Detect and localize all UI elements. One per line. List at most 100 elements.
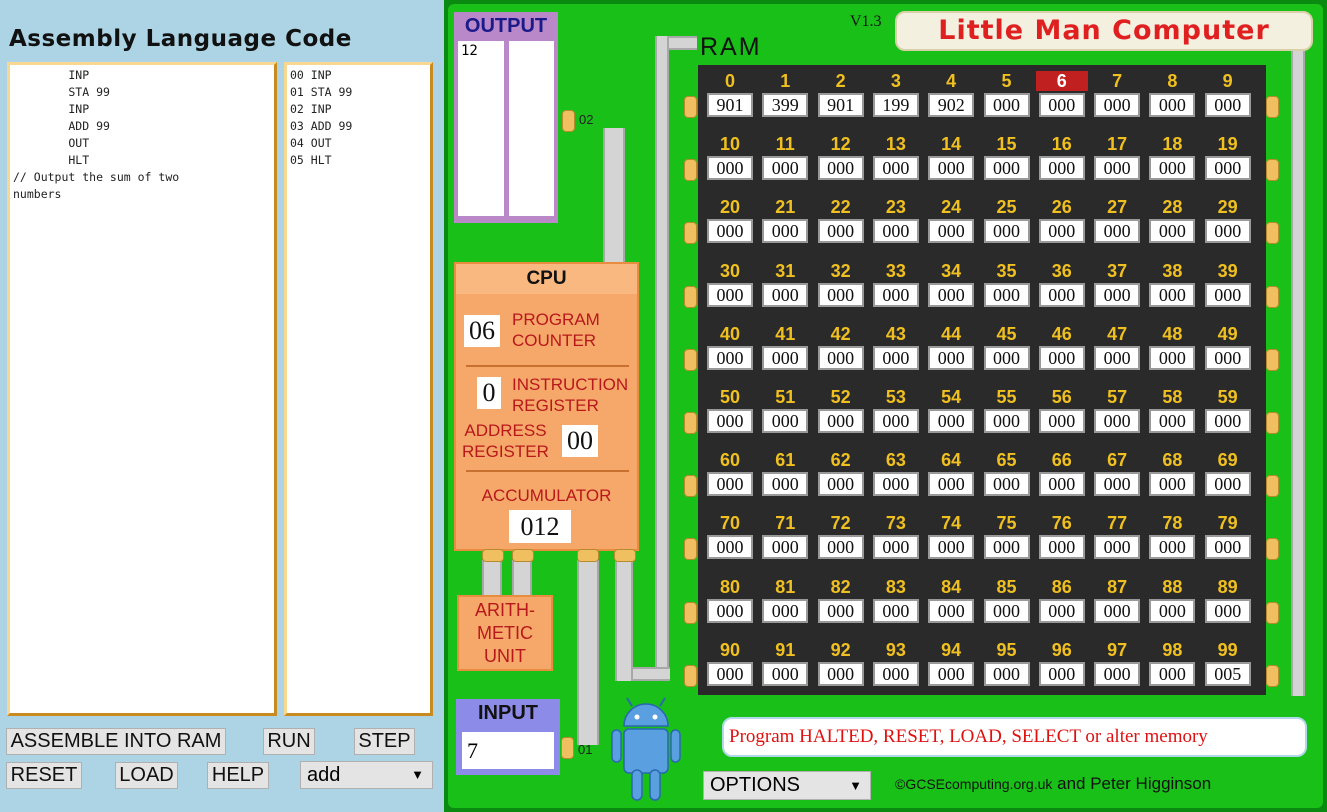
ram-cell-78[interactable]: 000 [1149, 535, 1196, 560]
ram-cell-73[interactable]: 000 [872, 535, 919, 560]
ram-cell-27[interactable]: 000 [1094, 219, 1141, 244]
ram-cell-25[interactable]: 000 [983, 219, 1030, 244]
ram-cell-64[interactable]: 000 [928, 472, 975, 497]
ram-cell-6[interactable]: 000 [1038, 93, 1085, 117]
assembled-code-view[interactable]: 00 INP 01 STA 99 02 INP 03 ADD 99 04 OUT… [284, 62, 433, 716]
ram-cell-31[interactable]: 000 [762, 282, 809, 307]
ram-cell-58[interactable]: 000 [1149, 409, 1196, 433]
ram-cell-7[interactable]: 000 [1094, 93, 1141, 117]
ram-cell-76[interactable]: 000 [1038, 535, 1085, 560]
ram-cell-10[interactable]: 000 [707, 156, 753, 181]
ram-cell-91[interactable]: 000 [762, 661, 809, 686]
ram-cell-0[interactable]: 901 [707, 93, 753, 117]
ram-cell-2[interactable]: 901 [817, 93, 864, 117]
ram-cell-33[interactable]: 000 [872, 282, 919, 307]
ram-cell-54[interactable]: 000 [928, 409, 975, 433]
ram-cell-44[interactable]: 000 [928, 345, 975, 370]
ram-cell-35[interactable]: 000 [983, 282, 1030, 307]
ram-cell-86[interactable]: 000 [1038, 598, 1085, 623]
ram-cell-95[interactable]: 000 [983, 661, 1030, 686]
ram-cell-17[interactable]: 000 [1094, 156, 1141, 181]
ram-cell-60[interactable]: 000 [707, 472, 753, 497]
ram-cell-96[interactable]: 000 [1038, 661, 1085, 686]
ram-cell-1[interactable]: 399 [762, 93, 809, 117]
ram-cell-4[interactable]: 902 [928, 93, 975, 117]
ram-cell-46[interactable]: 000 [1038, 345, 1085, 370]
ram-cell-14[interactable]: 000 [928, 156, 975, 181]
ram-cell-94[interactable]: 000 [928, 661, 975, 686]
ram-cell-48[interactable]: 000 [1149, 345, 1196, 370]
ram-cell-59[interactable]: 000 [1204, 409, 1251, 433]
ram-cell-99[interactable]: 005 [1204, 661, 1251, 686]
ram-cell-75[interactable]: 000 [983, 535, 1030, 560]
ram-cell-28[interactable]: 000 [1149, 219, 1196, 244]
ram-cell-52[interactable]: 000 [817, 409, 864, 433]
ram-cell-42[interactable]: 000 [817, 345, 864, 370]
ram-cell-40[interactable]: 000 [707, 345, 753, 370]
ram-cell-8[interactable]: 000 [1149, 93, 1196, 117]
ram-cell-97[interactable]: 000 [1094, 661, 1141, 686]
ram-cell-18[interactable]: 000 [1149, 156, 1196, 181]
example-select[interactable]: add ▼ [300, 761, 433, 789]
ram-cell-55[interactable]: 000 [983, 409, 1030, 433]
ram-cell-70[interactable]: 000 [707, 535, 753, 560]
instruction-register-value[interactable]: 0 [477, 377, 501, 409]
ram-cell-11[interactable]: 000 [762, 156, 809, 181]
ram-cell-49[interactable]: 000 [1204, 345, 1251, 370]
ram-cell-23[interactable]: 000 [872, 219, 919, 244]
ram-cell-21[interactable]: 000 [762, 219, 809, 244]
ram-cell-9[interactable]: 000 [1204, 93, 1251, 117]
run-button[interactable]: RUN [263, 728, 315, 755]
reset-button[interactable]: RESET [6, 762, 82, 789]
ram-cell-16[interactable]: 000 [1038, 156, 1085, 181]
ram-cell-67[interactable]: 000 [1094, 472, 1141, 497]
ram-cell-74[interactable]: 000 [928, 535, 975, 560]
input-field[interactable]: 7 [462, 732, 554, 769]
ram-cell-50[interactable]: 000 [707, 409, 753, 433]
address-register-value[interactable]: 00 [562, 425, 598, 457]
ram-cell-22[interactable]: 000 [817, 219, 864, 244]
ram-cell-63[interactable]: 000 [872, 472, 919, 497]
ram-cell-83[interactable]: 000 [872, 598, 919, 623]
ram-cell-53[interactable]: 000 [872, 409, 919, 433]
ram-cell-34[interactable]: 000 [928, 282, 975, 307]
ram-cell-61[interactable]: 000 [762, 472, 809, 497]
ram-cell-5[interactable]: 000 [983, 93, 1030, 117]
program-counter-value[interactable]: 06 [464, 315, 500, 347]
accumulator-value[interactable]: 012 [509, 510, 571, 543]
options-select[interactable]: OPTIONS ▼ [703, 771, 871, 800]
ram-cell-71[interactable]: 000 [762, 535, 809, 560]
ram-cell-84[interactable]: 000 [928, 598, 975, 623]
ram-cell-98[interactable]: 000 [1149, 661, 1196, 686]
ram-cell-32[interactable]: 000 [817, 282, 864, 307]
ram-cell-81[interactable]: 000 [762, 598, 809, 623]
ram-cell-37[interactable]: 000 [1094, 282, 1141, 307]
ram-cell-51[interactable]: 000 [762, 409, 809, 433]
ram-cell-3[interactable]: 199 [872, 93, 919, 117]
ram-cell-12[interactable]: 000 [817, 156, 864, 181]
ram-cell-41[interactable]: 000 [762, 345, 809, 370]
ram-cell-85[interactable]: 000 [983, 598, 1030, 623]
ram-cell-93[interactable]: 000 [872, 661, 919, 686]
ram-cell-62[interactable]: 000 [817, 472, 864, 497]
ram-cell-68[interactable]: 000 [1149, 472, 1196, 497]
ram-cell-15[interactable]: 000 [983, 156, 1030, 181]
ram-cell-92[interactable]: 000 [817, 661, 864, 686]
ram-cell-65[interactable]: 000 [983, 472, 1030, 497]
ram-cell-47[interactable]: 000 [1094, 345, 1141, 370]
ram-cell-66[interactable]: 000 [1038, 472, 1085, 497]
ram-cell-45[interactable]: 000 [983, 345, 1030, 370]
ram-cell-30[interactable]: 000 [707, 282, 753, 307]
ram-cell-69[interactable]: 000 [1204, 472, 1251, 497]
ram-cell-56[interactable]: 000 [1038, 409, 1085, 433]
ram-cell-88[interactable]: 000 [1149, 598, 1196, 623]
ram-cell-29[interactable]: 000 [1204, 219, 1251, 244]
ram-cell-36[interactable]: 000 [1038, 282, 1085, 307]
ram-cell-43[interactable]: 000 [872, 345, 919, 370]
ram-cell-72[interactable]: 000 [817, 535, 864, 560]
ram-cell-19[interactable]: 000 [1204, 156, 1251, 181]
ram-cell-38[interactable]: 000 [1149, 282, 1196, 307]
source-code-editor[interactable]: INP STA 99 INP ADD 99 OUT HLT // Output … [7, 62, 277, 716]
ram-cell-77[interactable]: 000 [1094, 535, 1141, 560]
ram-cell-82[interactable]: 000 [817, 598, 864, 623]
